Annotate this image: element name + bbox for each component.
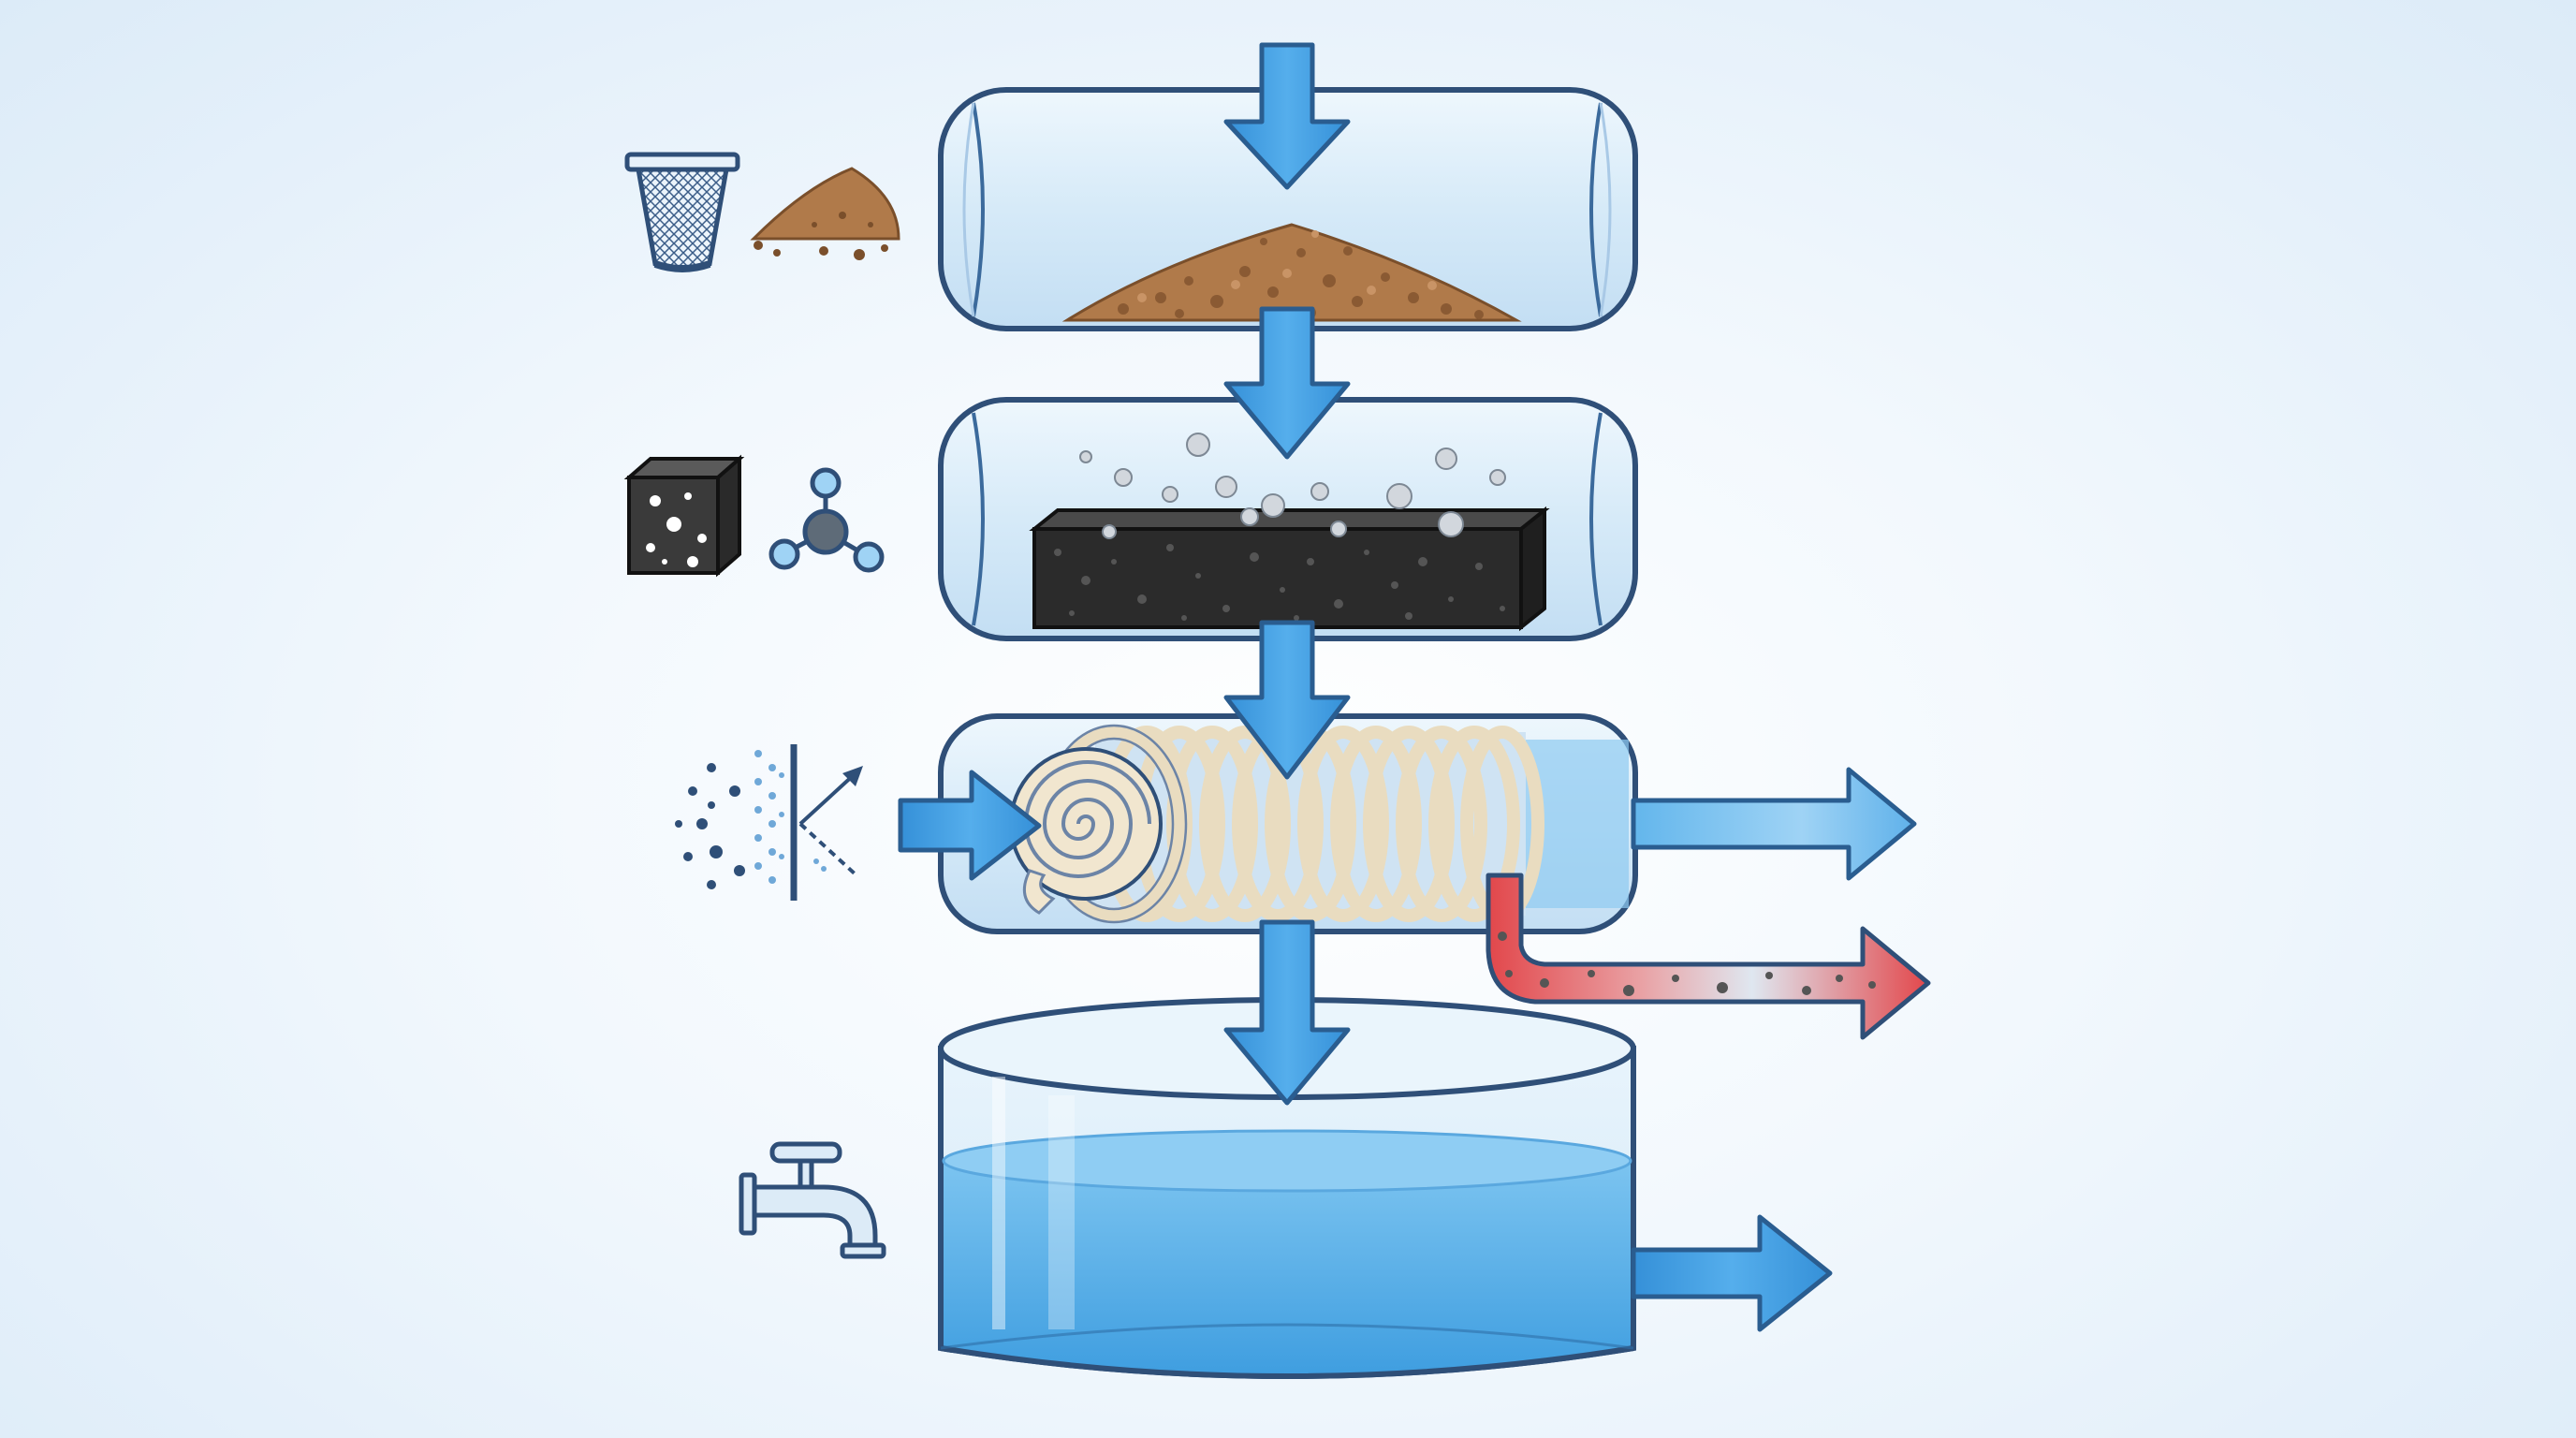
carbon-block-icon [623, 454, 745, 578]
water-faucet-icon [739, 1141, 886, 1259]
arrow-stage3-to-tank [1223, 919, 1351, 1106]
membrane-rejection-icon [675, 744, 863, 901]
inlet-arrow [1223, 42, 1351, 190]
mesh-basket-icon [624, 152, 740, 272]
arrow-stage1-to-stage2 [1223, 306, 1351, 460]
reject-water-outlet [1486, 873, 1931, 1040]
sediment-pile [1061, 223, 1522, 322]
sand-pile-icon [750, 167, 900, 260]
arrow-stage2-to-stage3 [1223, 620, 1351, 780]
flow-arrows [898, 42, 1351, 1106]
feed-arrow [898, 770, 1042, 881]
carbon-filter-stage [938, 397, 1638, 641]
sediment-filter-stage [938, 87, 1638, 331]
tank-water [944, 1161, 1631, 1375]
carbon-block [1029, 506, 1550, 632]
tank-outlet-arrow [1631, 1214, 1833, 1332]
adsorbed-bubbles [1079, 433, 1506, 539]
membrane-roll [1009, 724, 1544, 924]
molecule-icon [768, 467, 885, 573]
purified-water-outlet-arrow [1631, 767, 1917, 881]
